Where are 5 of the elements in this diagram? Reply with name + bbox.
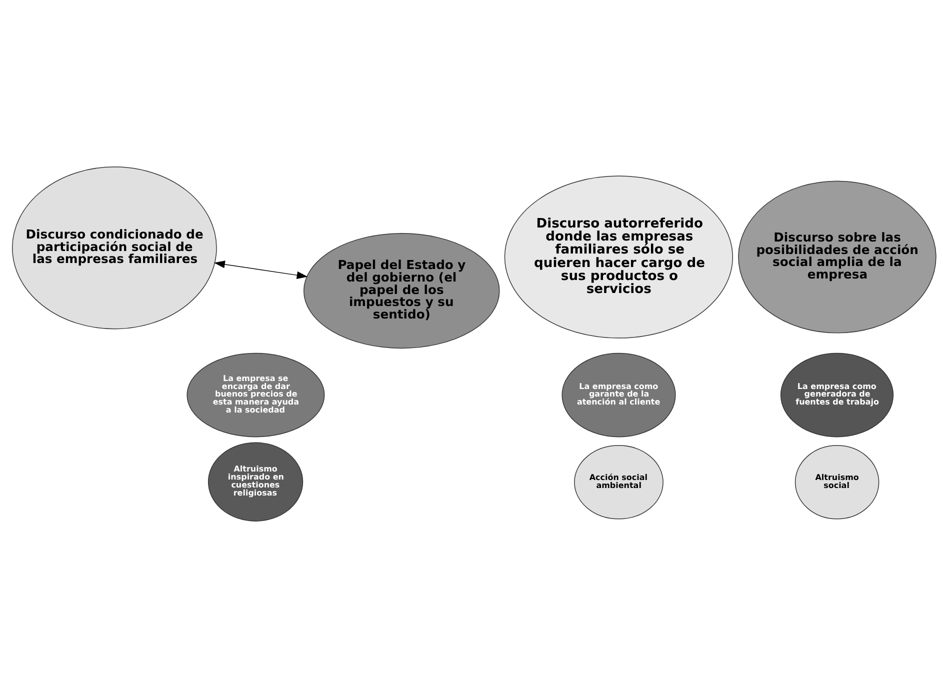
arrow [214,260,308,279]
node-ellipse: Discurso autorreferido donde las empresas familiares sólo se quieren hacer cargo de sus productos o servicios [504,176,732,338]
node-ellipse: Discurso sobre las posibilidades de acción social amplia de la empresa [738,180,936,334]
node-ellipse: Papel del Estado y del gobierno (el papel de los impuestos y su sentido) [302,233,500,349]
node-ellipse: Discurso condicionado de participación social de las empresas familiares [12,166,216,330]
